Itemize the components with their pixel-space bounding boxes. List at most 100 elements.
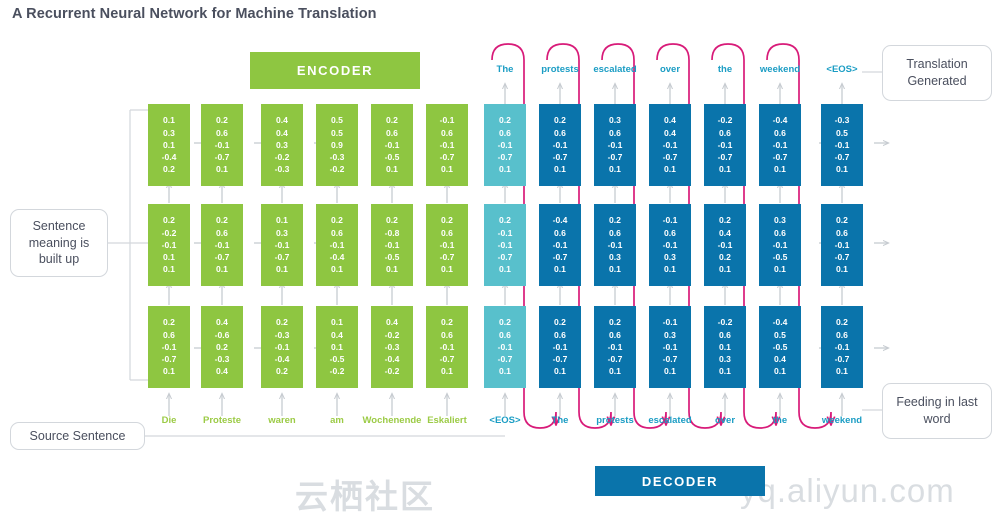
cell-value: 0.1 (719, 164, 731, 175)
page-title: A Recurrent Neural Network for Machine T… (12, 6, 377, 22)
cell-value: -0.1 (214, 139, 230, 150)
cell-value: 0.1 (163, 264, 175, 275)
cell-value: 0.1 (386, 164, 398, 175)
cell-value: 0.2 (216, 215, 228, 226)
cell-value: -0.4 (384, 354, 400, 365)
cell-value: 0.6 (836, 227, 848, 238)
cell-value: -0.7 (497, 252, 513, 263)
cell-value: -0.7 (834, 152, 850, 163)
cell-value: 0.3 (609, 252, 621, 263)
cell-value: 0.5 (331, 127, 343, 138)
cell-value: -0.3 (214, 354, 230, 365)
cell-value: 0.4 (276, 127, 288, 138)
cell-value: -0.1 (497, 239, 513, 250)
cell-value: 0.1 (774, 164, 786, 175)
cell-value: 0.1 (719, 366, 731, 377)
cell-value: -0.2 (329, 366, 345, 377)
cell-value: -0.1 (161, 239, 177, 250)
cell-value: 0.1 (276, 264, 288, 275)
cell-value: 0.2 (386, 115, 398, 126)
cell-value: 0.6 (609, 127, 621, 138)
cell-value: 0.6 (216, 127, 228, 138)
cell-value: -0.1 (497, 227, 513, 238)
cell-value: -0.5 (772, 252, 788, 263)
cell-value: -0.7 (439, 354, 455, 365)
cell-value: -0.2 (274, 152, 290, 163)
cell-value: 0.1 (719, 341, 731, 352)
cell-value: 0.1 (664, 264, 676, 275)
cell-value: 0.5 (836, 127, 848, 138)
cell-value: -0.2 (161, 227, 177, 238)
cell-value: -0.7 (439, 252, 455, 263)
cell-value: 0.1 (774, 366, 786, 377)
cell-value: -0.5 (384, 252, 400, 263)
cell-value: 0.1 (554, 366, 566, 377)
source-word-7: <EOS> (489, 415, 521, 426)
cell-value: 0.3 (664, 329, 676, 340)
source-word-1: Die (161, 415, 177, 426)
cell-value: -0.3 (834, 115, 850, 126)
callout-feeding-last-word: Feeding in last word (882, 383, 992, 439)
cell-value: 0.6 (386, 127, 398, 138)
cell-value: 0.6 (554, 329, 566, 340)
watermark-chinese: 云栖社区 (295, 478, 435, 515)
cell-value: -0.4 (772, 115, 788, 126)
cell-value: -0.4 (274, 354, 290, 365)
cell-value: -0.7 (552, 354, 568, 365)
cell-value: -0.7 (214, 252, 230, 263)
cell-value: 0.1 (163, 139, 175, 150)
cell-value: 0.3 (719, 354, 731, 365)
cell-value: 0.5 (774, 329, 786, 340)
cell-value: -0.1 (717, 239, 733, 250)
cell-value: 0.6 (609, 227, 621, 238)
cell-value: -0.7 (214, 152, 230, 163)
cell-value: 0.6 (774, 227, 786, 238)
decoder-input-word-5: the (772, 415, 788, 426)
decoder-input-word-1: The (551, 415, 569, 426)
cell-value: 0.1 (331, 317, 343, 328)
decoder-banner: DECODER (595, 466, 765, 496)
source-word-5: Wochenende (362, 415, 422, 426)
cell-value: 0.2 (216, 115, 228, 126)
cell-value: 0.2 (836, 215, 848, 226)
cell-value: 0.6 (216, 227, 228, 238)
cell-value: 0.6 (441, 127, 453, 138)
cell-value: 0.2 (441, 215, 453, 226)
cell-value: 0.2 (163, 164, 175, 175)
cell-c5-r3: 0.4-0.2-0.3-0.4-0.2 (371, 306, 413, 388)
cell-value: 0.2 (163, 317, 175, 328)
cell-value: 0.6 (836, 329, 848, 340)
callout-translation-generated: Translation Generated (882, 45, 992, 101)
cell-value: 0.3 (774, 215, 786, 226)
cell-value: -0.7 (497, 354, 513, 365)
cell-value: -0.2 (717, 317, 733, 328)
cell-value: 0.4 (774, 354, 786, 365)
watermark-url: yq.aliyun.com (740, 472, 955, 509)
output-word-7: <EOS> (826, 64, 858, 75)
cell-value: 0.3 (276, 139, 288, 150)
cell-value: 0.4 (664, 127, 676, 138)
cell-value: -0.1 (214, 239, 230, 250)
cell-value: -0.1 (497, 139, 513, 150)
cell-value: 0.1 (836, 264, 848, 275)
cell-value: 0.6 (609, 329, 621, 340)
cell-value: 0.1 (163, 115, 175, 126)
cell-value: -0.2 (384, 366, 400, 377)
cell-value: 0.4 (331, 329, 343, 340)
cell-value: 0.3 (163, 127, 175, 138)
cell-value: -0.2 (384, 329, 400, 340)
cell-value: -0.1 (662, 215, 678, 226)
cell-value: 0.2 (836, 317, 848, 328)
cell-value: 0.2 (609, 317, 621, 328)
cell-value: 0.2 (276, 317, 288, 328)
